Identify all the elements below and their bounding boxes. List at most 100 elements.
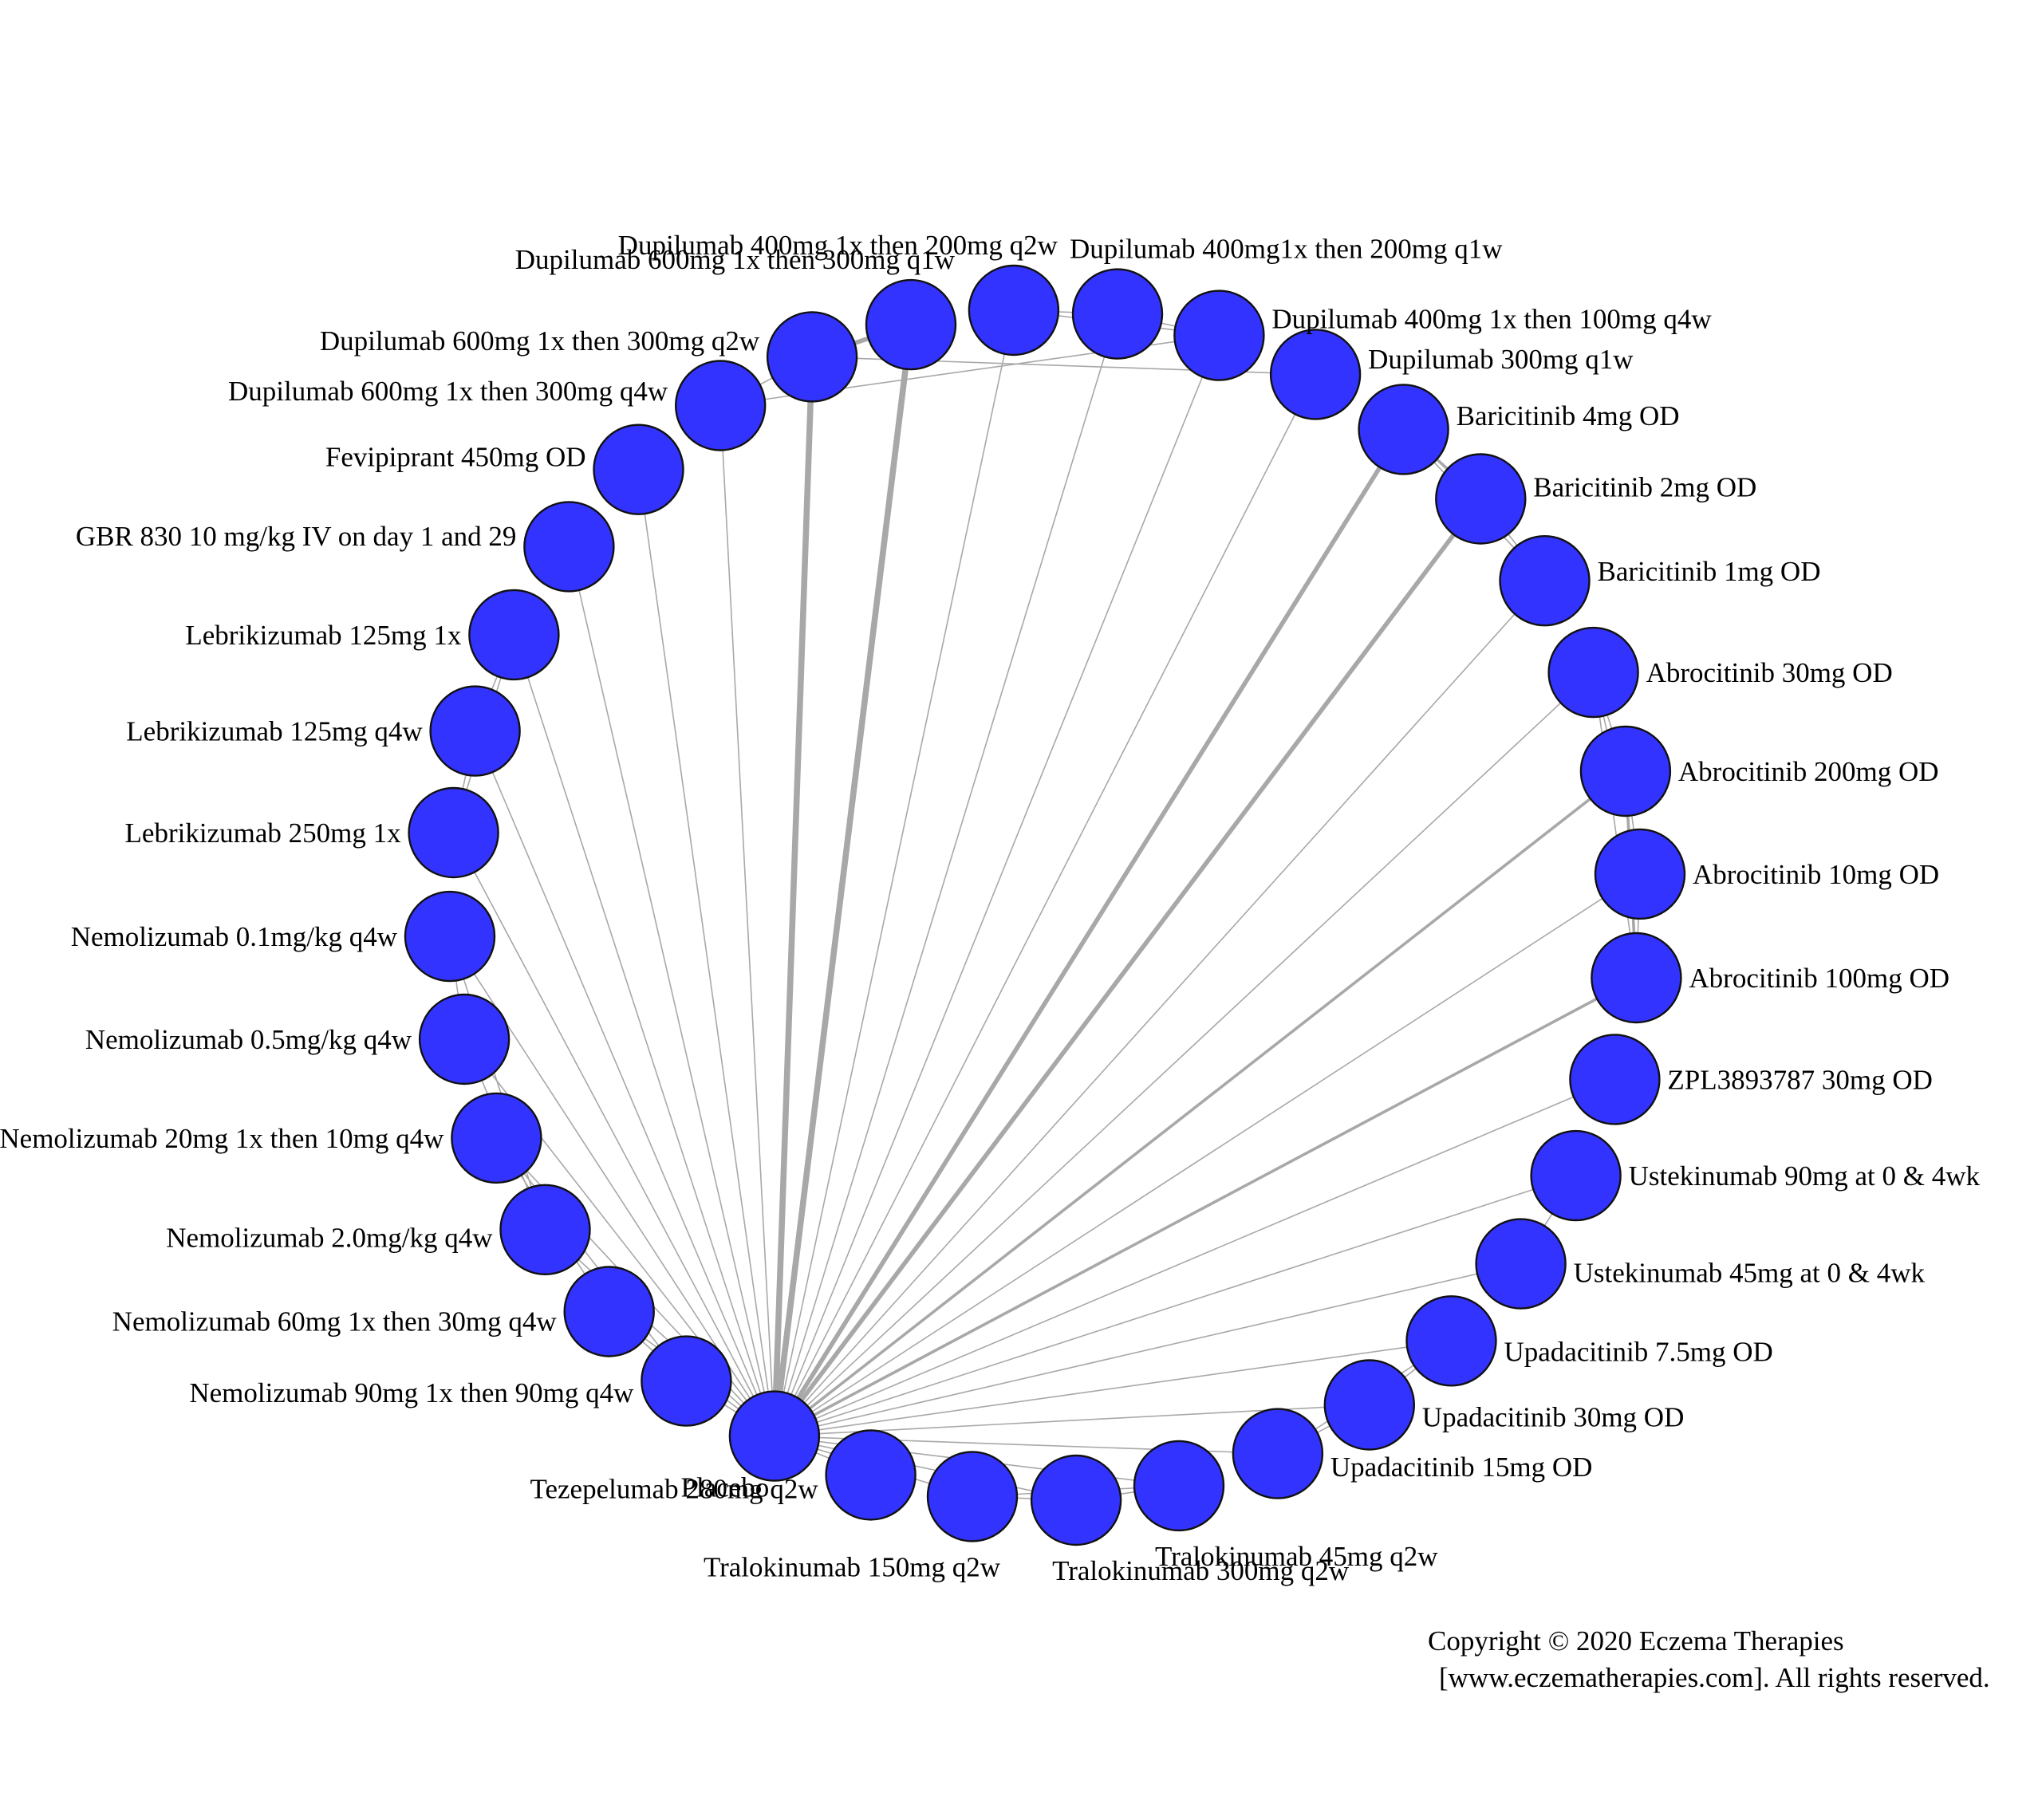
node-label: Nemolizumab 0.5mg/kg q4w [85,1024,412,1055]
node-nemolizumab-0-5: Nemolizumab 0.5mg/kg q4w [85,993,510,1085]
node-circle [1594,828,1686,920]
edge-placebo-dupilumab-300-q1w [774,373,1316,1437]
node-baricitinib-1: Baricitinib 1mg OD [1499,535,1821,627]
node-circle [593,423,684,515]
node-label: Lebrikizumab 125mg 1x [185,620,462,651]
node-circle [1579,725,1672,817]
node-label: ZPL3893787 30mg OD [1667,1064,1933,1095]
edge-placebo-abrocitinib-100 [773,976,1638,1438]
node-baricitinib-2: Baricitinib 2mg OD [1435,453,1756,545]
edge-placebo-abrocitinib-30 [774,672,1595,1437]
node-label: Lebrikizumab 125mg q4w [126,716,423,747]
node-circle [1133,1440,1225,1532]
node-label: Nemolizumab 20mg 1x then 10mg q4w [0,1123,444,1154]
node-ustekinumab-45: Ustekinumab 45mg at 0 & 4wk [1475,1218,1925,1310]
node-label: Tezepelumab 280mg q2w [530,1474,819,1505]
node-label: Nemolizumab 90mg 1x then 90mg q4w [189,1377,634,1408]
node-abrocitinib-10: Abrocitinib 10mg OD [1594,828,1939,920]
node-circle [1591,932,1682,1024]
node-label: Dupilumab 600mg 1x then 300mg q4w [228,376,668,407]
node-tralokinumab-150-q2w: Tralokinumab 150mg q2w [704,1451,1019,1582]
node-circle [641,1335,732,1427]
node-label: Upadacitinib 30mg OD [1422,1402,1685,1433]
node-placebo: Placebo [681,1390,821,1503]
node-label: Baricitinib 4mg OD [1457,400,1680,431]
node-circle [766,311,858,403]
edge-placebo-lebrikizumab-125-1x [513,634,775,1437]
edge-placebo-tralokinumab-300-q2w [774,1435,1077,1501]
node-abrocitinib-100: Abrocitinib 100mg OD [1591,932,1949,1024]
node-label: Fevipiprant 450mg OD [325,442,586,473]
edge-placebo-baricitinib-4 [772,427,1406,1439]
edge-placebo-abrocitinib-10 [774,873,1641,1437]
edge-abrocitinib-100-abrocitinib-30 [1592,672,1638,979]
node-label: Ustekinumab 90mg at 0 & 4wk [1629,1160,1981,1192]
edge-placebo-dupilumab-600-300-q2w [771,353,815,1440]
node-dupilumab-600-300-q4w: Dupilumab 600mg 1x then 300mg q4w [228,360,767,451]
edge-placebo-ustekinumab-45 [774,1263,1522,1437]
node-circle [1071,268,1164,360]
node-label: Dupilumab 400mg 1x then 100mg q4w [1271,304,1712,335]
node-circle [1435,453,1527,545]
node-label: Nemolizumab 60mg 1x then 30mg q4w [112,1306,558,1337]
node-circle [429,685,521,777]
node-nemolizumab-20-10: Nemolizumab 20mg 1x then 10mg q4w [0,1092,542,1184]
node-zpl3893787-30: ZPL3893787 30mg OD [1569,1034,1933,1125]
node-label: Tralokinumab 150mg q2w [704,1551,1001,1582]
node-circle [563,1266,655,1357]
node-circle [1475,1218,1567,1310]
node-nemolizumab-2-0: Nemolizumab 2.0mg/kg q4w [166,1184,591,1276]
node-nemolizumab-90-90: Nemolizumab 90mg 1x then 90mg q4w [189,1335,732,1427]
copyright-notice: Copyright © 2020 Eczema Therapies [www.e… [1428,1623,2042,1696]
node-circle [865,278,957,371]
node-circle [1569,1034,1661,1125]
node-circle [728,1390,821,1482]
edge-placebo-ustekinumab-90 [774,1175,1577,1437]
edge-placebo-lebrikizumab-250-1x [452,832,775,1437]
node-label: Baricitinib 1mg OD [1598,556,1821,587]
node-circle [1530,1129,1622,1222]
node-ustekinumab-90: Ustekinumab 90mg at 0 & 4wk [1530,1129,1981,1222]
edge-placebo-upadacitinib-7-5 [774,1340,1453,1437]
node-label: Nemolizumab 2.0mg/kg q4w [166,1223,493,1254]
node-dupilumab-600-300-q2w: Dupilumab 600mg 1x then 300mg q2w [320,311,858,403]
node-circle [1173,290,1265,381]
edge-nemolizumab-20-10-nemolizumab-90-90 [495,1137,688,1382]
edge-placebo-baricitinib-2 [772,496,1484,1439]
edge-placebo-dupilumab-400-200-q1w [774,313,1118,1437]
node-tralokinumab-45-q2w: Tralokinumab 45mg q2w [1133,1440,1438,1572]
node-lebrikizumab-125-1x: Lebrikizumab 125mg 1x [185,589,560,681]
node-circle [968,264,1060,357]
edge-placebo-dupilumab-600-300-q1w [771,321,914,1440]
node-dupilumab-400-200-q1w: Dupilumab 400mg1x then 200mg q1w [1070,234,1503,360]
node-label: Placebo [681,1472,770,1503]
node-fevipiprant-450: Fevipiprant 450mg OD [325,423,684,515]
node-label: Abrocitinib 100mg OD [1689,963,1949,994]
node-circle [926,1451,1019,1542]
node-circle [451,1092,542,1184]
node-upadacitinib-15: Upadacitinib 15mg OD [1232,1408,1593,1499]
node-circle [523,501,615,593]
node-abrocitinib-30: Abrocitinib 30mg OD [1547,626,1893,719]
node-circle [675,360,767,451]
node-circle [408,786,499,879]
edge-placebo-dupilumab-400-200-q2w [774,309,1015,1437]
edge-placebo-fevipiprant-450 [637,468,775,1437]
node-dupilumab-400-100-q4w: Dupilumab 400mg 1x then 100mg q4w [1173,290,1712,381]
node-circle [418,993,510,1085]
node-dupilumab-600-300-q1w: Dupilumab 600mg 1x then 300mg q1w [515,244,957,371]
edge-placebo-baricitinib-1 [774,580,1546,1437]
node-label: Upadacitinib 15mg OD [1330,1452,1593,1483]
edge-placebo-dupilumab-600-300-q4w [719,404,775,1437]
node-label: Dupilumab 600mg 1x then 300mg q1w [515,244,956,275]
node-circle [1499,535,1591,627]
node-label: Nemolizumab 0.1mg/kg q4w [71,921,398,952]
node-circle [468,589,560,681]
node-label: Tralokinumab 300mg q2w [1052,1555,1350,1586]
node-tralokinumab-300-q2w: Tralokinumab 300mg q2w [1030,1454,1350,1586]
edge-placebo-lebrikizumab-125-q4w [474,730,775,1437]
node-label: Dupilumab 300mg q1w [1368,344,1634,375]
node-circle [1030,1454,1122,1546]
